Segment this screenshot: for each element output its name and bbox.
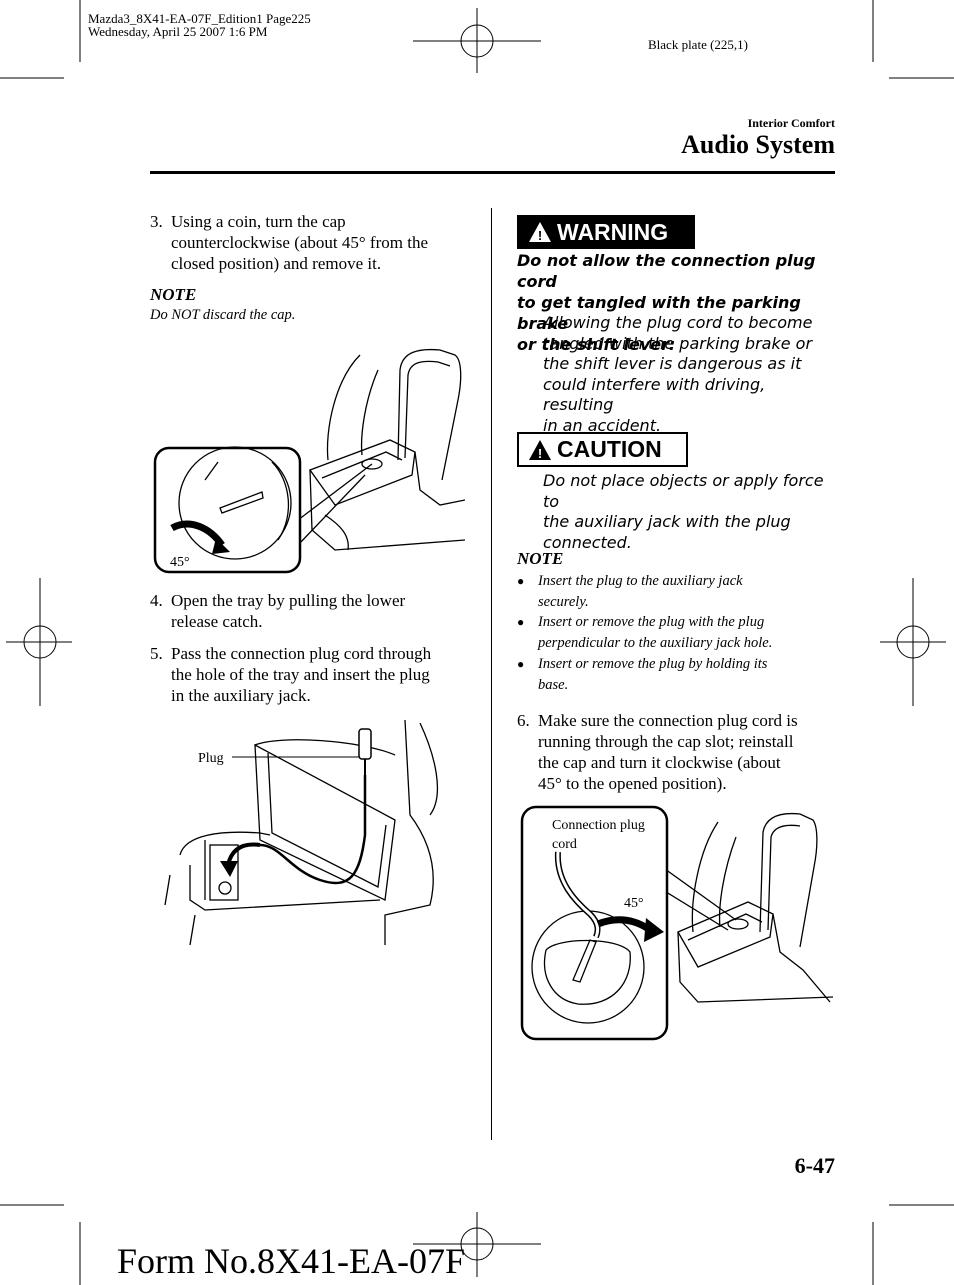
svg-text:!: ! — [538, 228, 542, 243]
warning-label: WARNING — [557, 218, 669, 245]
warning-title-line: Do not allow the connection plug cord — [517, 251, 816, 291]
caution-triangle-icon: ! — [529, 439, 551, 461]
step-line: in the auxiliary jack. — [171, 686, 311, 705]
figure-cap-removal: 45° — [153, 348, 465, 574]
caution-body-line: the auxiliary jack with the plug — [543, 512, 791, 531]
step-6: 6. Make sure the connection plug cord is… — [517, 710, 837, 798]
step-line: Using a coin, turn the cap — [171, 212, 346, 231]
step-line: release catch. — [171, 612, 263, 631]
cord-label-line: cord — [552, 837, 577, 852]
note-bullet: ● Insert or remove the plug with the plu… — [517, 612, 827, 654]
form-number: Form No.8X41-EA-07F — [117, 1241, 465, 1281]
step-number: 5. — [150, 644, 163, 663]
angle-label: 45° — [170, 555, 190, 570]
step-line: running through the cap slot; reinstall — [538, 732, 794, 751]
title-rule — [150, 171, 835, 174]
bullet-line: Insert or remove the plug with the plug — [538, 614, 765, 630]
note-bullet: ● Insert or remove the plug by holding i… — [517, 654, 827, 696]
step-line: Open the tray by pulling the lower — [171, 591, 406, 610]
svg-text:!: ! — [538, 446, 542, 461]
step-line: closed position) and remove it. — [171, 254, 382, 273]
bullet-line: base. — [538, 677, 569, 693]
warning-triangle-icon: ! — [529, 222, 551, 243]
bullet-line: Insert the plug to the auxiliary jack — [538, 573, 743, 589]
section-category: Interior Comfort — [747, 116, 835, 130]
warning-title-line: to get tangled with the parking brake — [517, 293, 801, 333]
note-bullet: ● Insert the plug to the auxiliary jack … — [517, 571, 827, 613]
step-line: Pass the connection plug cord through — [171, 644, 432, 663]
note-heading: NOTE — [517, 549, 564, 568]
page-title: Audio System — [681, 130, 835, 159]
bullet-line: Insert or remove the plug by holding its — [538, 656, 768, 672]
step-line: the hole of the tray and insert the plug — [171, 665, 430, 684]
step-number: 4. — [150, 591, 163, 610]
plug-label: Plug — [198, 751, 224, 766]
angle-label: 45° — [624, 896, 644, 911]
step-number: 3. — [150, 212, 163, 231]
bullet-line: perpendicular to the auxiliary jack hole… — [538, 635, 773, 651]
step-5: 5. Pass the connection plug cord through… — [150, 643, 480, 709]
print-header-line1: Mazda3_8X41-EA-07F_Edition1 Page225 — [88, 11, 311, 26]
plate-label: Black plate (225,1) — [648, 37, 748, 52]
print-header-line2: Wednesday, April 25 2007 1:6 PM — [88, 24, 268, 39]
caution-badge: ! CAUTION — [517, 432, 688, 467]
step-line: Make sure the connection plug cord is — [538, 711, 798, 730]
caution-body: Do not place objects or apply force to t… — [543, 471, 838, 553]
cord-label-line: Connection plug — [552, 818, 645, 833]
warning-body-line: Allowing the plug cord to become — [543, 313, 813, 332]
step-line: 45° to the opened position). — [538, 774, 727, 793]
page-number: 6-47 — [794, 1153, 835, 1178]
warning-body: Allowing the plug cord to become tangled… — [543, 313, 838, 436]
caution-body-line: connected. — [543, 532, 632, 552]
step-line: counterclockwise (about 45° from the — [171, 233, 428, 252]
bullet-dot: ● — [517, 657, 525, 671]
warning-body-line: tangled with the parking brake or — [543, 333, 813, 353]
column-divider — [491, 208, 492, 1140]
caution-body-line: Do not place objects or apply force to — [543, 471, 824, 511]
bullet-line: securely. — [538, 594, 589, 610]
warning-body-line: in an accident. — [543, 415, 662, 435]
note-text: Do NOT discard the cap. — [150, 307, 296, 323]
step-3: 3. Using a coin, turn the cap counterclo… — [150, 211, 470, 277]
warning-title-line: or the shift lever: — [517, 335, 676, 354]
figure-cap-reinstall: Connection plug cord 45° — [520, 805, 833, 1041]
step-line: the cap and turn it clockwise (about — [538, 753, 781, 772]
figure-plug-insertion: Plug — [164, 719, 439, 946]
step-4: 4. Open the tray by pulling the lower re… — [150, 590, 470, 634]
caution-label: CAUTION — [557, 436, 662, 462]
bullet-dot: ● — [517, 615, 525, 629]
warning-title: Do not allow the connection plug cord to… — [517, 250, 837, 355]
warning-body-line: the shift lever is dangerous as it — [543, 354, 802, 373]
step-number: 6. — [517, 711, 530, 730]
warning-body-line: could interfere with driving, resulting — [543, 374, 766, 415]
warning-badge: ! WARNING — [517, 215, 695, 249]
note-heading: NOTE — [150, 285, 197, 304]
bullet-dot: ● — [517, 574, 525, 588]
